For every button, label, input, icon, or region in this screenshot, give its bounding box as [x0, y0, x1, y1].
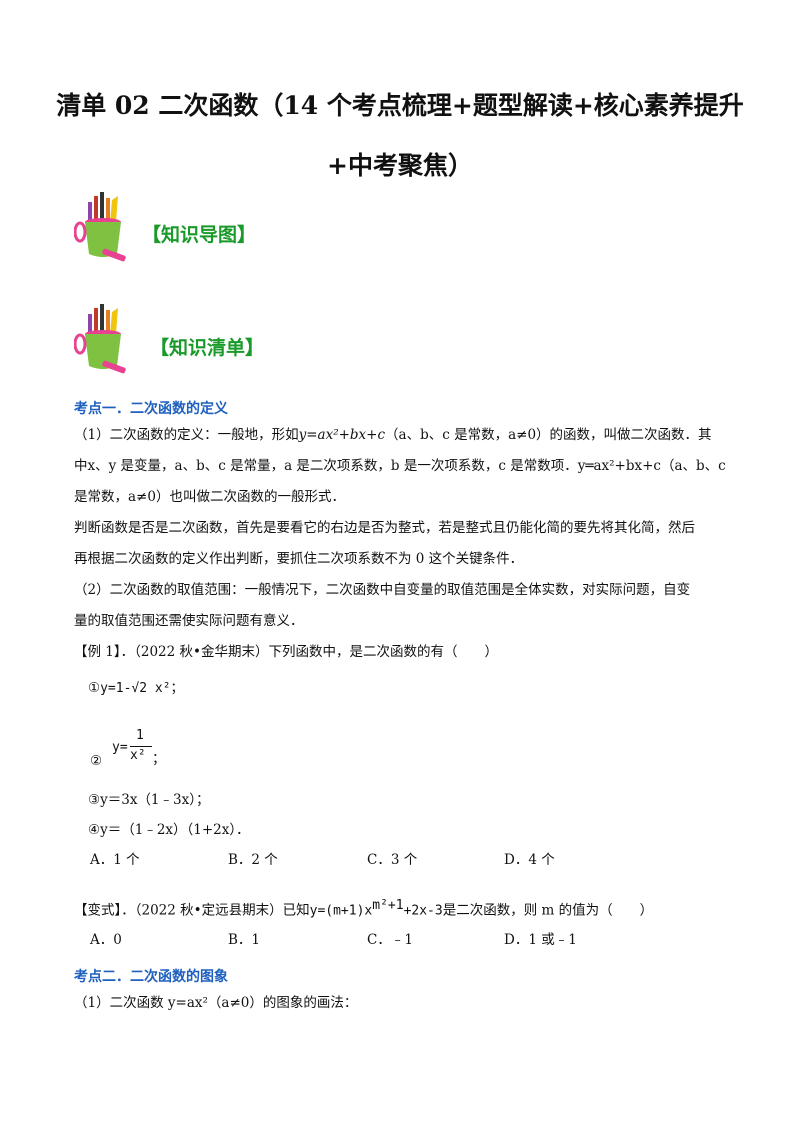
- pencil-cup-icon: [74, 192, 126, 262]
- option-a: A．0: [90, 932, 122, 948]
- item-mark: ②: [90, 753, 103, 769]
- item-mark: ①: [88, 680, 101, 696]
- example1-item4: ④y＝（1﹣2x）（1+2x）．: [88, 822, 250, 838]
- kaodian1-paragraph-line: （1）二次函数的定义：一般地，形如y=ax²+bx+c（a、b、c 是常数，a≠…: [74, 428, 712, 442]
- example1-stem: 【例 1】．（2022 秋•金华期末）下列函数中，是二次函数的有（ ）: [74, 644, 498, 660]
- variant-stem: 【变式】．（2022 秋•定远县期末）已知y=(m+1)xm²+1+2x-3是二…: [74, 899, 653, 919]
- kaodian1-paragraph-line: （2）二次函数的取值范围：一般情况下，二次函数中自变量的取值范围是全体实数，对实…: [74, 582, 691, 598]
- fraction-numerator: 1: [136, 728, 144, 743]
- kaodian2-heading: 考点二．二次函数的图象: [74, 969, 228, 985]
- pencil-cup-icon: [74, 304, 126, 374]
- formula-exponent: m²+1: [372, 898, 404, 913]
- kaodian1-paragraph-line: 是常数，a≠0）也叫做二次函数的一般形式．: [74, 489, 345, 505]
- formula: y=(m+1)x: [309, 903, 373, 919]
- kaodian1-paragraph-line: 再根据二次函数的定义作出判断，要抓住二次项系数不为 0 这个关键条件．: [74, 551, 524, 567]
- example1-item3: ③y＝3x（1﹣3x）；: [88, 792, 210, 808]
- text-span: （a、b、c 是常数，a≠0）的函数，叫做二次函数．其: [385, 427, 712, 443]
- option-b: B．2 个: [228, 852, 278, 868]
- fraction-denominator: x²: [130, 748, 146, 763]
- kaodian1-paragraph-line: 中x、y 是变量，a、b、c 是常量，a 是二次项系数，b 是一次项系数，c 是…: [74, 458, 726, 474]
- page-title-line1: 清单 02 二次函数（14 个考点梳理+题型解读+核心素养提升: [56, 91, 744, 120]
- formula: y=: [112, 740, 128, 755]
- kaodian1-paragraph-line: 量的取值范围还需使实际问题有意义．: [74, 613, 304, 629]
- option-d: D．4 个: [504, 852, 555, 868]
- formula: y=1-√2 x²；: [100, 681, 184, 696]
- kaodian1-paragraph-line: 判断函数是否是二次函数，首先是要看它的右边是否为整式，若是整式且仍能化简的要先将…: [74, 520, 695, 536]
- page-title-line2: +中考聚焦）: [327, 151, 473, 180]
- text-span: （1）二次函数的定义：一般地，形如: [74, 427, 299, 443]
- option-c: C．3 个: [367, 852, 418, 868]
- formula: y=ax²+bx+c: [298, 427, 386, 443]
- text-span: 【变式】．（2022 秋•定远县期末）已知: [74, 902, 310, 919]
- section-heading-checklist: 【知识清单】: [150, 337, 265, 359]
- kaodian1-heading: 考点一．二次函数的定义: [74, 401, 228, 417]
- option-a: A．1 个: [90, 852, 140, 868]
- example1-item1: ①y=1-√2 x²；: [88, 681, 184, 696]
- fraction-bar: [130, 746, 152, 747]
- option-c: C．﹣1: [367, 932, 413, 948]
- text-span: 是二次函数，则 m 的值为（ ）: [442, 902, 654, 919]
- option-b: B．1: [228, 932, 261, 948]
- formula: +2x-3: [403, 903, 443, 919]
- option-d: D．1 或﹣1: [504, 932, 577, 948]
- section-heading-mindmap: 【知识导图】: [142, 224, 257, 246]
- text-span: ；: [152, 751, 166, 767]
- kaodian2-paragraph-line: （1）二次函数 y=ax²（a≠0）的图象的画法：: [74, 995, 358, 1011]
